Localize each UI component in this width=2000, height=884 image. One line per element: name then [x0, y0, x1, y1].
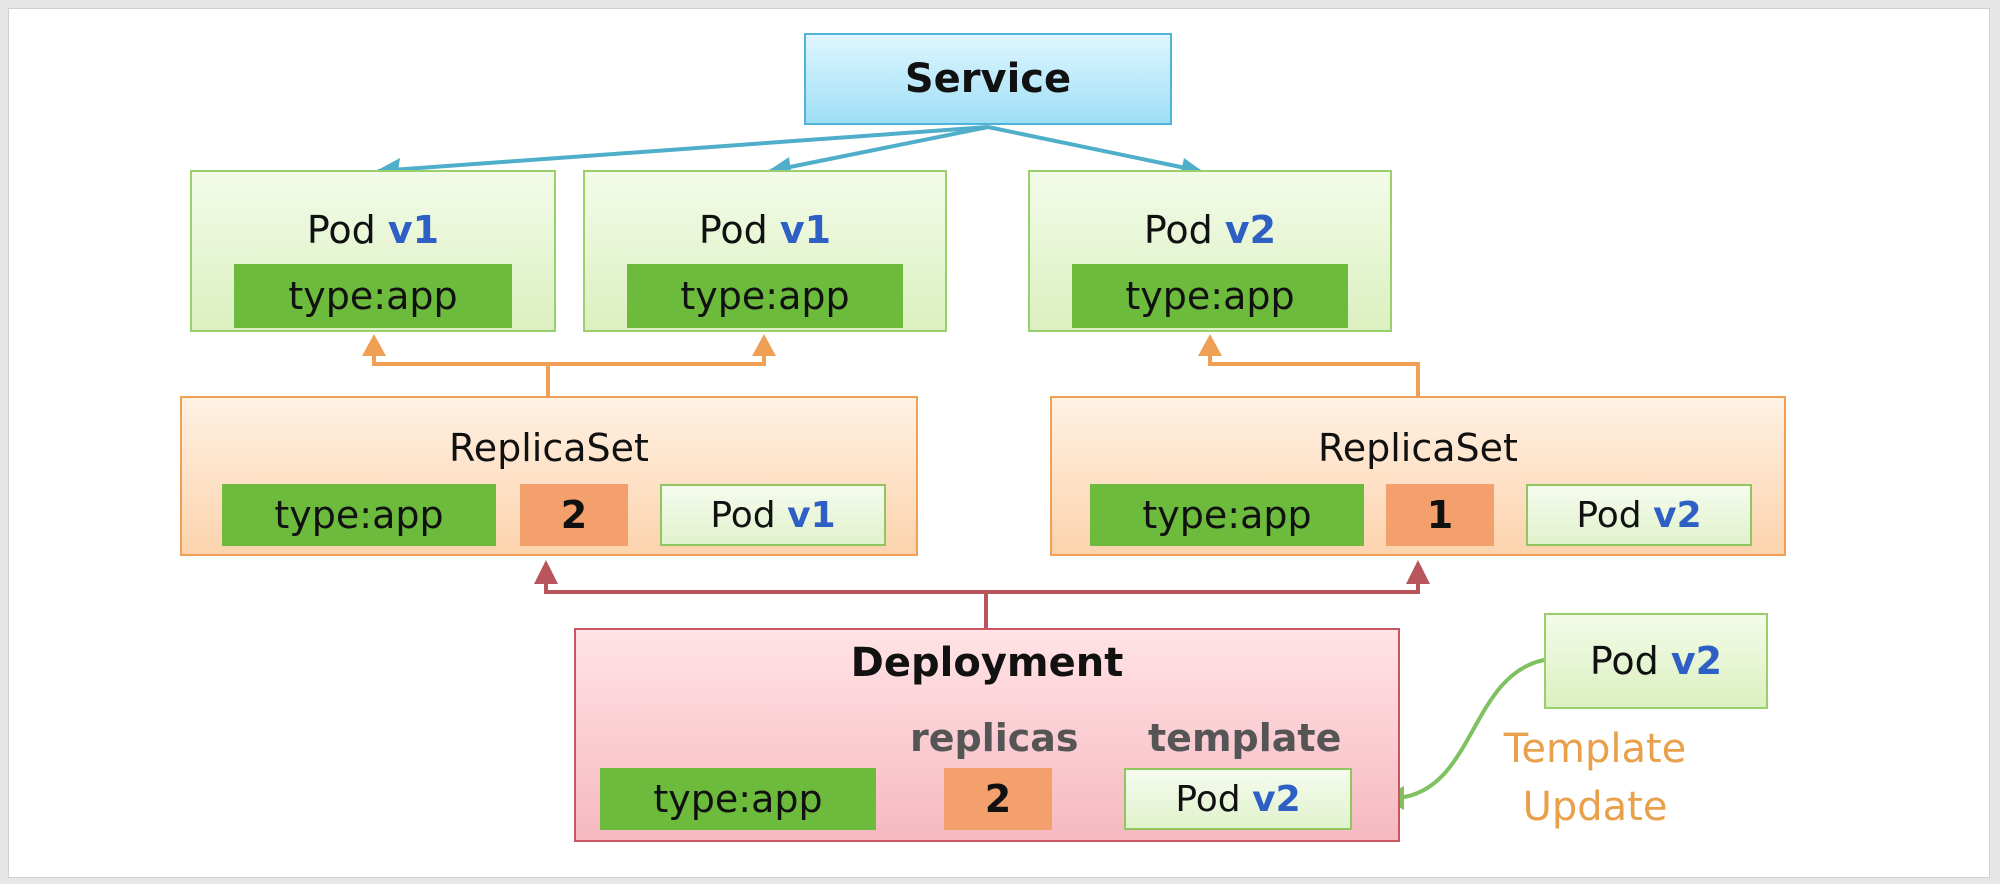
service-box[interactable]: Service: [804, 33, 1172, 125]
replicaset-1-label-tag: type:app: [222, 484, 496, 546]
replicaset-2-template-version: v2: [1653, 494, 1702, 536]
deploy-connector-b: [986, 574, 1420, 594]
service-to-pod-1: [377, 125, 989, 173]
rs2-arrowhead: [1198, 334, 1222, 356]
replicaset-1-arrowheads: [362, 334, 776, 356]
deployment-template-name: Pod: [1175, 778, 1241, 820]
new-template-pod[interactable]: Pod v2: [1544, 613, 1768, 709]
pod-1-version: v1: [387, 208, 440, 252]
pod-1[interactable]: Pod v1 type:app: [190, 170, 556, 332]
replicaset-2-title: ReplicaSet: [1318, 426, 1518, 470]
pod-1-name: Pod: [306, 208, 376, 252]
replicaset-2[interactable]: ReplicaSet type:app 1 Pod v2: [1050, 396, 1786, 556]
deployment-replica-count: 2: [944, 768, 1052, 830]
deployment-template-heading: template: [1148, 716, 1342, 760]
service-to-pod-2: [769, 125, 989, 173]
deploy-arrowhead-1: [534, 560, 558, 584]
annotation-line-1: Template: [1503, 726, 1687, 772]
service-connectors: [377, 125, 1201, 173]
deployment-replicas-heading: replicas: [910, 716, 1079, 760]
pod-3-title: Pod v2: [1030, 208, 1390, 252]
rs1-arrowhead-2: [752, 334, 776, 356]
pod-2[interactable]: Pod v1 type:app: [583, 170, 947, 332]
replicaset-1[interactable]: ReplicaSet type:app 2 Pod v1: [180, 396, 918, 556]
service-label: Service: [904, 56, 1072, 102]
deploy-connector: [544, 574, 988, 628]
pod-2-name: Pod: [698, 208, 768, 252]
deployment-template-version: v2: [1252, 778, 1301, 820]
deployment-pod-template: Pod v2: [1124, 768, 1352, 830]
pod-3-label-tag: type:app: [1072, 264, 1348, 328]
replicaset-2-replica-count: 1: [1386, 484, 1494, 546]
deployment-connectors: [544, 574, 1420, 628]
rs2-connector: [1208, 344, 1420, 396]
replicaset-2-connectors: [1208, 344, 1420, 396]
pod-3-name: Pod: [1143, 208, 1213, 252]
pod-2-version: v1: [779, 208, 832, 252]
pod-3-version: v2: [1224, 208, 1277, 252]
deployment-title: Deployment: [850, 640, 1124, 686]
rs1-connector: [372, 344, 550, 396]
deployment-label-tag: type:app: [600, 768, 876, 830]
pod-3[interactable]: Pod v2 type:app: [1028, 170, 1392, 332]
annotation-line-2: Update: [1522, 784, 1668, 830]
rs1-connector-b: [548, 344, 766, 366]
deployment-box[interactable]: Deployment replicas template type:app 2 …: [574, 628, 1400, 842]
pod-1-label-tag: type:app: [234, 264, 512, 328]
template-update-connector: [1397, 658, 1545, 800]
rs1-arrowhead-1: [362, 334, 386, 356]
replicaset-2-template-name: Pod: [1576, 494, 1642, 536]
deploy-arrowhead-2: [1406, 560, 1430, 584]
replicaset-1-pod-template: Pod v1: [660, 484, 886, 546]
pod-2-label-tag: type:app: [627, 264, 903, 328]
replicaset-1-connectors: [372, 344, 766, 396]
template-update-annotation: Template Update: [1480, 720, 1710, 836]
new-template-version: v2: [1670, 639, 1723, 683]
replicaset-1-template-version: v1: [787, 494, 836, 536]
new-template-name: Pod: [1589, 639, 1659, 683]
pod-1-title: Pod v1: [192, 208, 554, 252]
replicaset-1-replica-count: 2: [520, 484, 628, 546]
replicaset-1-template-name: Pod: [710, 494, 776, 536]
replicaset-2-arrowheads: [1198, 334, 1222, 356]
replicaset-2-pod-template: Pod v2: [1526, 484, 1752, 546]
deployment-arrowheads: [534, 560, 1430, 584]
replicaset-1-title: ReplicaSet: [449, 426, 649, 470]
replicaset-2-label-tag: type:app: [1090, 484, 1364, 546]
service-to-pod-3: [987, 125, 1201, 173]
pod-2-title: Pod v1: [585, 208, 945, 252]
